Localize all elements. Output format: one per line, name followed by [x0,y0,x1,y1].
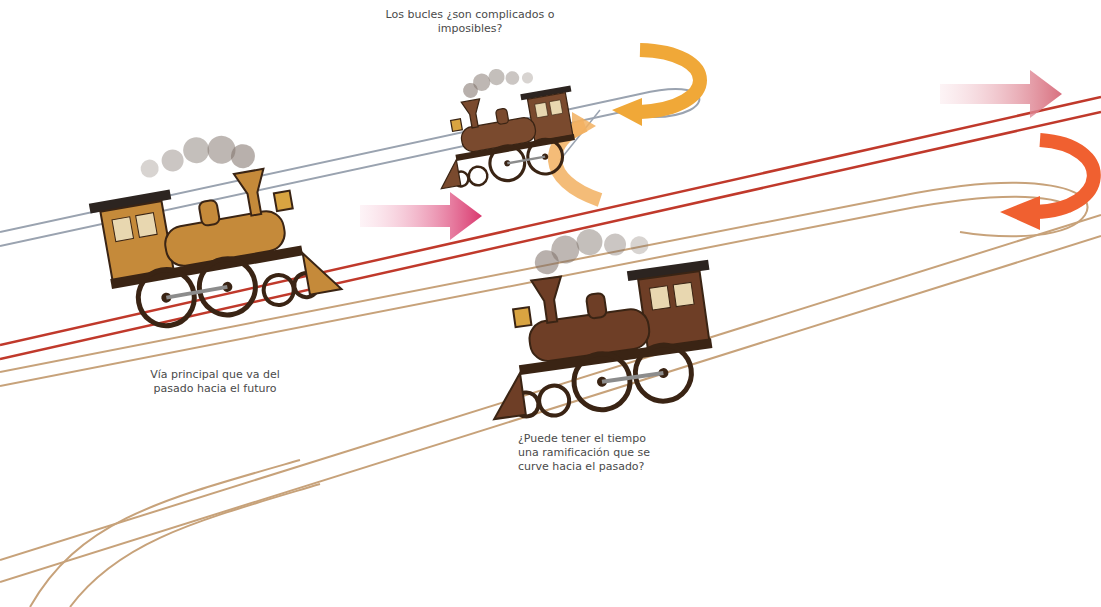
label-text: Vía principal que va del pasado hacia el… [150,368,280,395]
label-text: Los bucles ¿son complicados o imposibles… [386,8,555,35]
caption-note: Vía principal que va del pasado hacia el… [130,368,300,396]
label-text: ¿Puede tener el tiempo una ramificación … [518,432,650,473]
caption-note: ¿Puede tener el tiempo una ramificación … [518,432,668,474]
caption-note: Los bucles ¿son complicados o imposibles… [380,8,560,36]
